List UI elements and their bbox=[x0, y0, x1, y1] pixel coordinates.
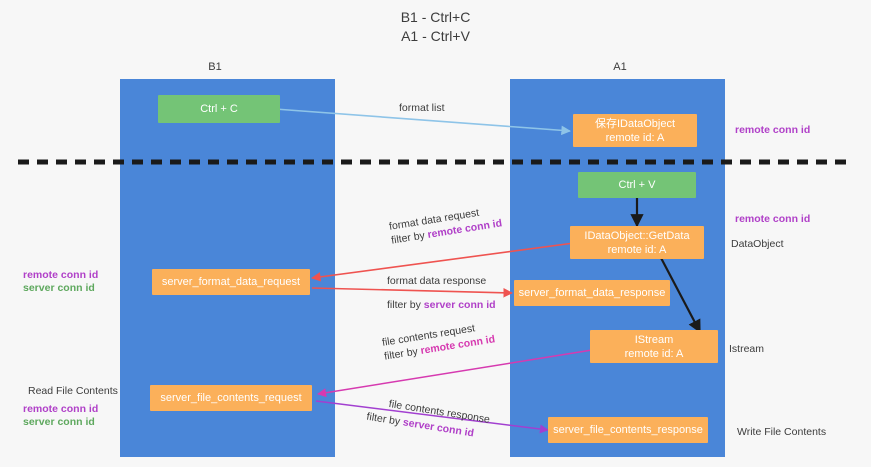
left-label-read-file-contents: Read File Contents bbox=[28, 385, 118, 397]
edge-label-file-contents-response: file contents response filter by server … bbox=[366, 397, 491, 443]
node-idataobject-line-2: remote id: A bbox=[605, 131, 665, 144]
edge-label-file-contents-request: file contents request filter by remote c… bbox=[381, 318, 496, 363]
edge-label-format-data-response-title: format data response bbox=[387, 275, 487, 287]
lane-header-a1-name: A1 bbox=[613, 61, 627, 73]
right-label-write-file-contents: Write File Contents bbox=[737, 426, 827, 438]
right-label-dataobject: DataObject bbox=[731, 238, 784, 250]
right-label-istream: Istream bbox=[729, 343, 765, 355]
node-istream-line-2: remote id: A bbox=[624, 347, 684, 360]
edge-label-format-data-response: format data response filter by server co… bbox=[387, 274, 496, 312]
node-server-file-contents-response-label: server_file_contents_response bbox=[553, 424, 703, 436]
left-label-remote-conn-id-bottom: remote conn id bbox=[23, 403, 99, 415]
lane-header-b1-name: B1 bbox=[208, 61, 222, 73]
node-getdata[interactable]: IDataObject::GetData remote id: A bbox=[570, 226, 704, 259]
keyword-server-conn-id-1: server conn id bbox=[423, 299, 496, 311]
node-istream[interactable]: IStream remote id: A bbox=[590, 330, 718, 363]
node-server-format-data-response-label: server_format_data_response bbox=[518, 287, 666, 299]
right-label-remote-conn-id-top: remote conn id bbox=[735, 124, 811, 136]
node-getdata-line-2: remote id: A bbox=[607, 243, 667, 256]
filter-prefix-4: filter by bbox=[365, 410, 404, 429]
left-label-server-conn-id-bottom: server conn id bbox=[23, 416, 95, 428]
node-istream-line-1: IStream bbox=[634, 333, 674, 346]
node-server-file-contents-request[interactable]: server_file_contents_request bbox=[150, 385, 312, 411]
node-ctrl-v-line-1: Ctrl + V bbox=[618, 179, 656, 191]
node-server-format-data-request-label: server_format_data_request bbox=[161, 276, 301, 288]
node-getdata-line-1: IDataObject::GetData bbox=[584, 229, 690, 242]
diagram-title: B1 - Ctrl+C A1 - Ctrl+V bbox=[0, 8, 871, 46]
edge-label-format-data-request: format data request filter by remote con… bbox=[388, 202, 503, 247]
node-server-file-contents-request-label: server_file_contents_request bbox=[160, 392, 302, 404]
left-label-remote-conn-id-mid: remote conn id bbox=[23, 269, 99, 281]
left-label-server-conn-id-mid: server conn id bbox=[23, 282, 95, 294]
node-ctrl-c-line-1: Ctrl + C bbox=[200, 103, 238, 115]
node-server-format-data-request[interactable]: server_format_data_request bbox=[152, 269, 310, 295]
diagram-title-line-2: A1 - Ctrl+V bbox=[401, 28, 470, 44]
node-server-file-contents-response[interactable]: server_file_contents_response bbox=[548, 417, 708, 443]
edge-label-format-list: format list bbox=[399, 102, 445, 114]
edge-label-format-data-response-filter: filter by server conn id bbox=[387, 298, 496, 312]
node-idataobject[interactable]: 保存IDataObject remote id: A bbox=[573, 114, 697, 147]
node-idataobject-line-1: 保存IDataObject bbox=[594, 117, 676, 130]
right-label-remote-conn-id-mid: remote conn id bbox=[735, 213, 811, 225]
node-server-format-data-response[interactable]: server_format_data_response bbox=[514, 280, 670, 306]
node-ctrl-v[interactable]: Ctrl + V bbox=[578, 172, 696, 198]
diagram-title-line-1: B1 - Ctrl+C bbox=[400, 9, 471, 25]
node-ctrl-c[interactable]: Ctrl + C bbox=[158, 95, 280, 123]
filter-prefix-2: filter by bbox=[387, 299, 424, 311]
